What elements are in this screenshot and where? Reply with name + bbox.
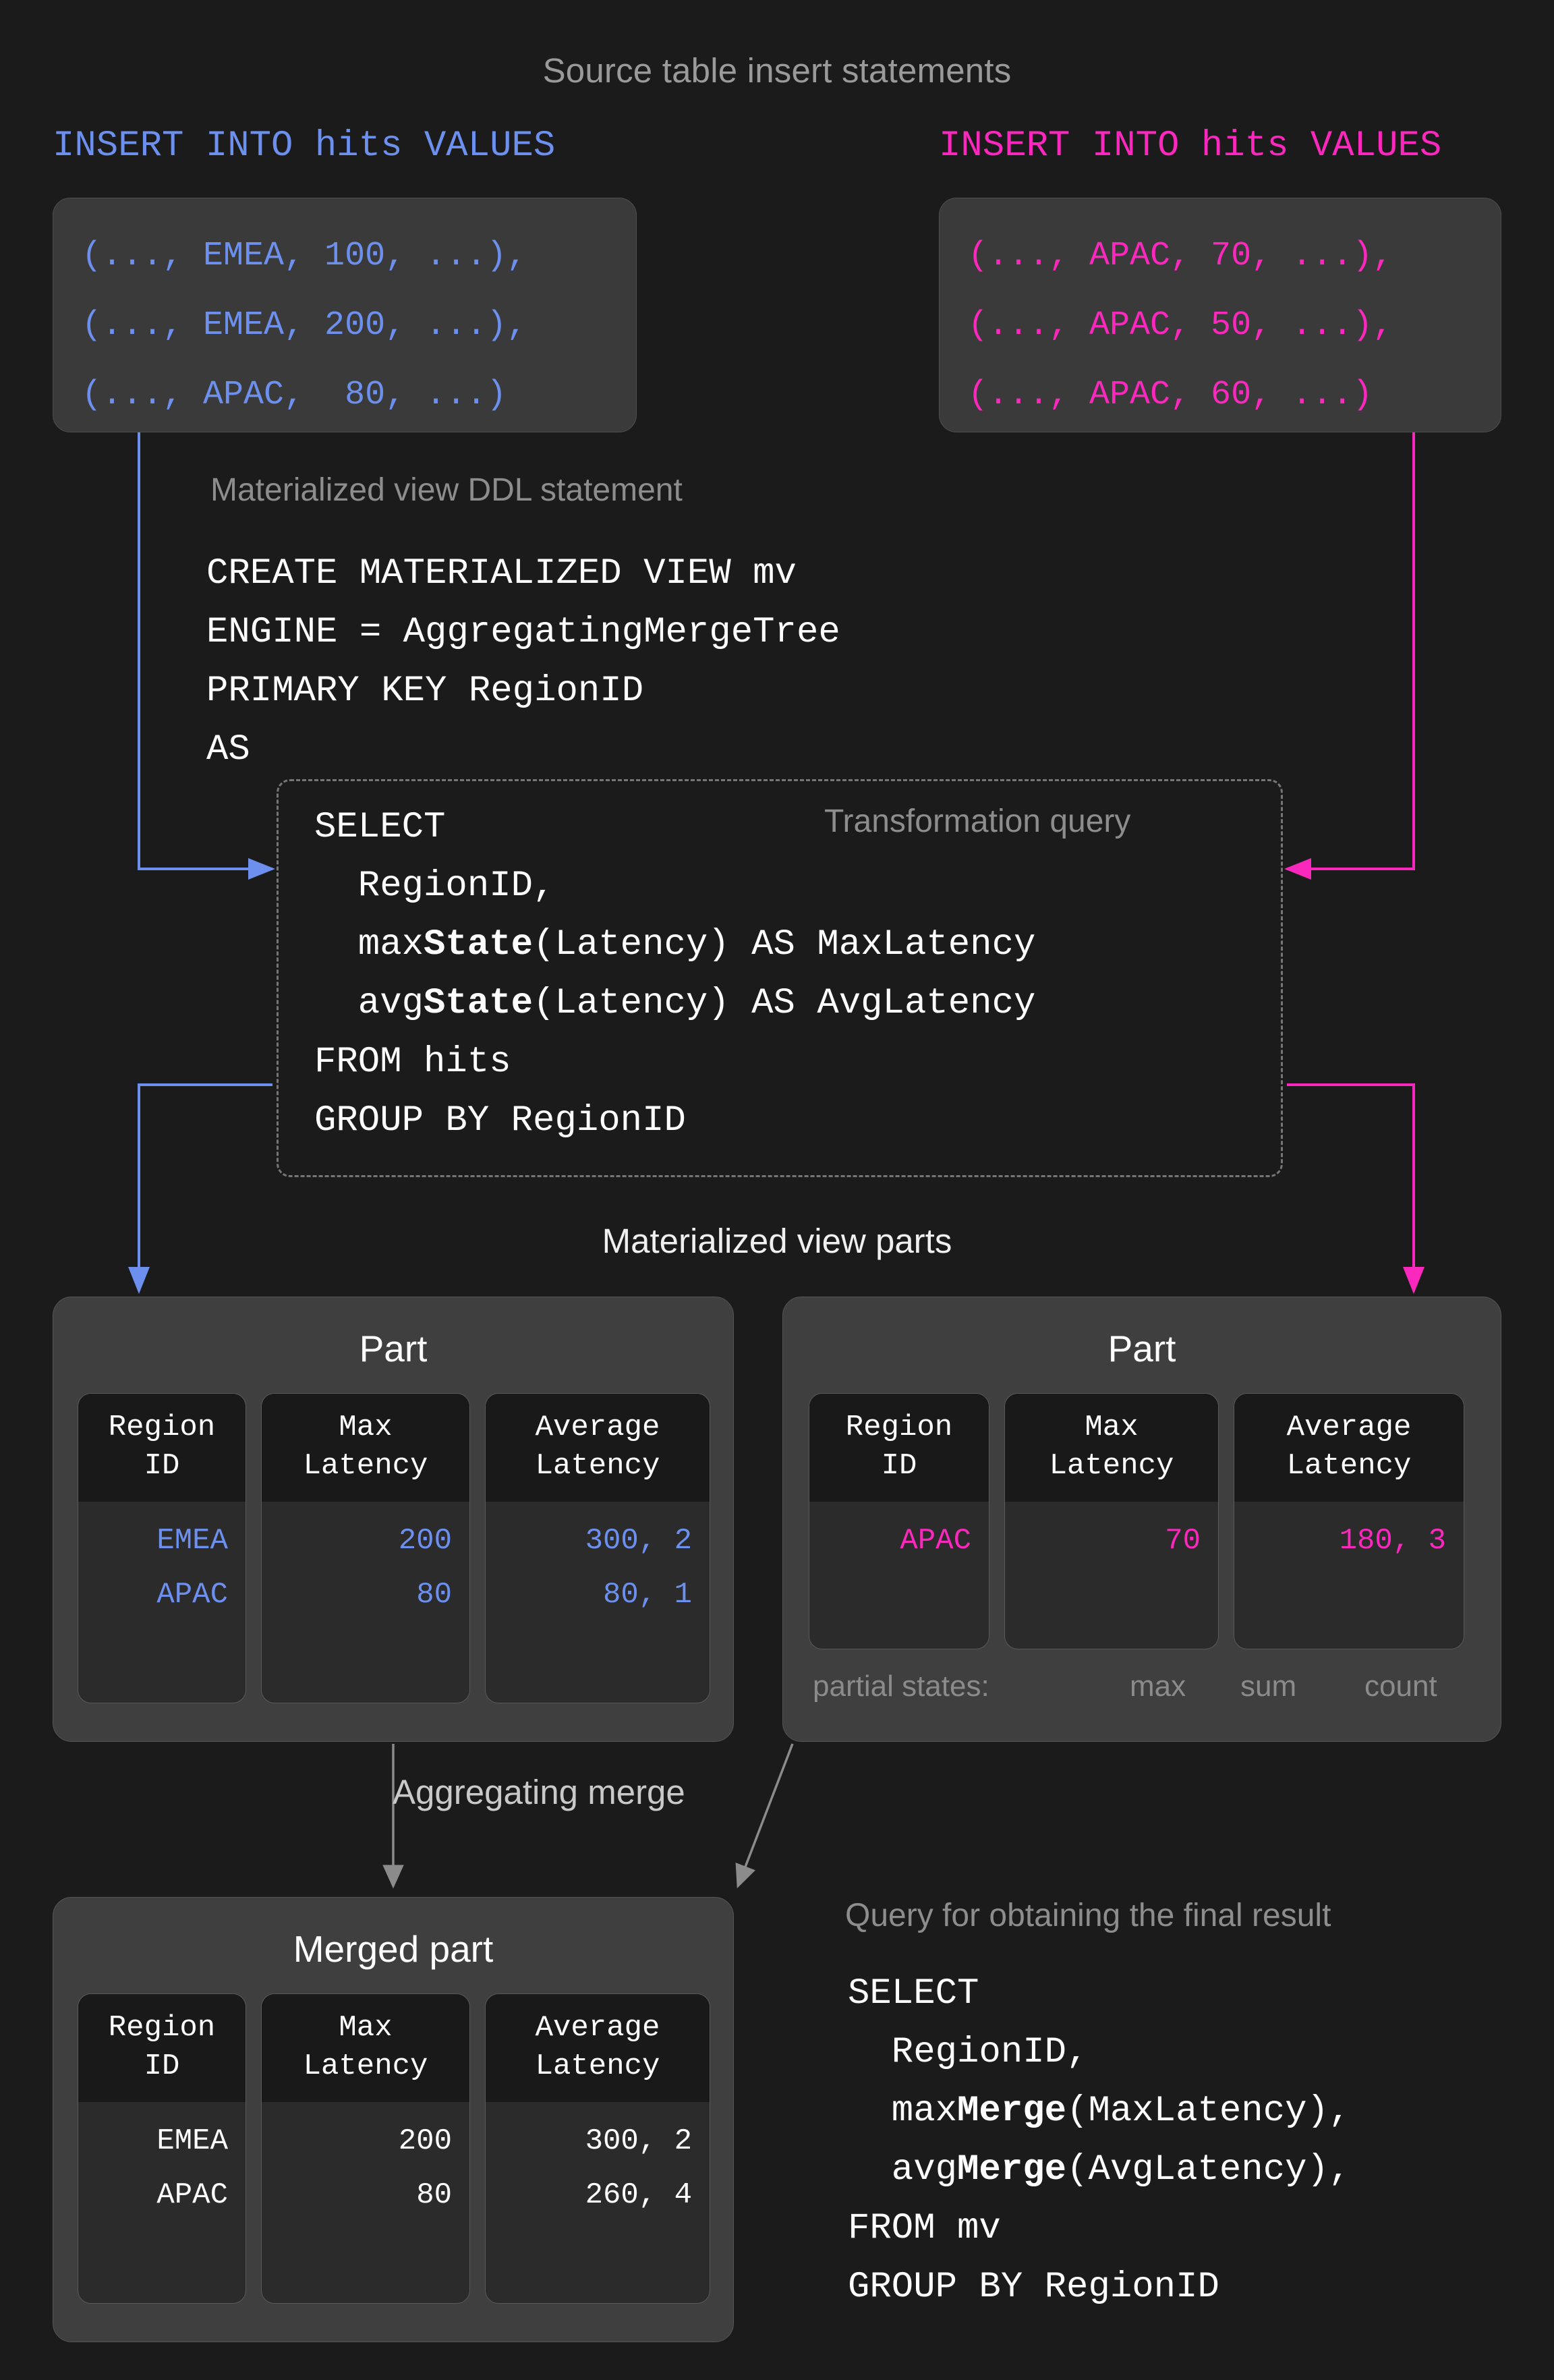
part-title: Part (359, 1328, 428, 1369)
tq-line-4-post: (Latency) AS AvgLatency (533, 983, 1036, 1024)
column-header: Max Latency (262, 1994, 469, 2102)
merged-column-average-latency: Average Latency 300, 2 260, 4 (485, 1993, 710, 2304)
column-header: Average Latency (486, 1394, 710, 1502)
insert-value-row: (..., APAC, 80, ...) (82, 376, 507, 414)
part-column-average-latency: Average Latency 180, 3 (1234, 1393, 1464, 1649)
aggregating-merge-label: Aggregating merge (393, 1773, 685, 1811)
tq-line-2: RegionID, (314, 866, 555, 907)
merged-column-region-id: Region ID EMEA APAC (78, 1993, 246, 2304)
merged-column-max-latency: Max Latency 200 80 (261, 1993, 470, 2304)
cell-value: 80 (416, 1578, 452, 1612)
insert-value-row: (..., APAC, 70, ...), (968, 237, 1393, 275)
mv-part-left: Part Region ID EMEA APAC Max Latency 200… (53, 1297, 734, 1742)
fq-line-4-pre: avg (848, 2149, 958, 2190)
part-column-region-id: Region ID EMEA APAC (78, 1393, 246, 1703)
fq-line-3-bold: Merge (957, 2091, 1067, 2132)
fq-line-3-pre: max (848, 2091, 958, 2132)
column-header: Region ID (78, 1994, 246, 2102)
cell-value: 180, 3 (1339, 1524, 1446, 1558)
tq-line-4-bold: State (424, 983, 534, 1024)
partial-state-max: max (1130, 1670, 1186, 1703)
cell-value: 200 (398, 1524, 452, 1558)
cell-value: 80 (416, 2178, 452, 2212)
partial-state-sum: sum (1240, 1670, 1297, 1703)
fq-line-3-post: (MaxLatency), (1066, 2091, 1351, 2132)
part-title: Part (1107, 1328, 1176, 1369)
insert-values-box-left: (..., EMEA, 100, ...), (..., EMEA, 200, … (53, 198, 637, 432)
final-query-caption: Query for obtaining the final result (845, 1898, 1331, 1933)
insert-statement-header-right: INSERT INTO hits VALUES (939, 125, 1442, 167)
insert-value-row: (..., APAC, 50, ...), (968, 306, 1393, 345)
insert-value-row: (..., EMEA, 100, ...), (82, 237, 527, 275)
merged-part-title: Merged part (293, 1928, 494, 1970)
column-header: Average Latency (1234, 1394, 1464, 1502)
cell-value: 300, 2 (585, 2124, 692, 2158)
fq-line-1: SELECT (848, 1973, 979, 2014)
tq-line-1: SELECT (314, 807, 446, 848)
insert-statement-header-left: INSERT INTO hits VALUES (53, 125, 556, 167)
cell-value: 260, 4 (585, 2178, 692, 2212)
insert-value-row: (..., APAC, 60, ...) (968, 376, 1373, 414)
fq-line-5: FROM mv (848, 2208, 1001, 2249)
transformation-query-box (277, 779, 1283, 1177)
column-header: Region ID (78, 1394, 246, 1502)
column-header: Max Latency (1005, 1394, 1218, 1502)
column-header: Region ID (809, 1394, 989, 1502)
fq-line-6: GROUP BY RegionID (848, 2267, 1219, 2308)
fq-line-4-bold: Merge (957, 2149, 1067, 2190)
tq-line-4-pre: avg (314, 983, 424, 1024)
source-inserts-caption: Source table insert statements (542, 51, 1012, 90)
cell-value: 80, 1 (602, 1578, 692, 1612)
fq-line-2: RegionID, (848, 2032, 1089, 2073)
part-column-max-latency: Max Latency 70 (1004, 1393, 1219, 1649)
ddl-caption: Materialized view DDL statement (210, 472, 683, 508)
cell-value: EMEA (156, 2124, 228, 2158)
cell-value: 70 (1165, 1524, 1201, 1558)
tq-line-3-bold: State (424, 924, 534, 965)
tq-line-3-post: (Latency) AS MaxLatency (533, 924, 1036, 965)
tq-line-6: GROUP BY RegionID (314, 1100, 686, 1141)
mv-parts-caption: Materialized view parts (602, 1222, 952, 1260)
part-column-average-latency: Average Latency 300, 2 80, 1 (485, 1393, 710, 1703)
partial-state-count: count (1364, 1670, 1437, 1703)
ddl-code-block: CREATE MATERIALIZED VIEW mv ENGINE = Agg… (206, 553, 840, 770)
final-query-code: SELECT RegionID, maxMerge(MaxLatency), a… (848, 1964, 1350, 2317)
partial-states-label: partial states: (813, 1670, 989, 1703)
cell-value: APAC (156, 2178, 228, 2212)
part-column-max-latency: Max Latency 200 80 (261, 1393, 470, 1703)
fq-line-4-post: (AvgLatency), (1066, 2149, 1351, 2190)
cell-value: 300, 2 (585, 1524, 692, 1558)
cell-value: EMEA (156, 1524, 228, 1558)
cell-value: 200 (398, 2124, 452, 2158)
cell-value: APAC (900, 1524, 971, 1558)
tq-line-5: FROM hits (314, 1042, 511, 1083)
insert-value-row: (..., EMEA, 200, ...), (82, 306, 527, 345)
merged-part: Merged part Region ID EMEA APAC Max Late… (53, 1897, 734, 2342)
tq-line-3-pre: max (314, 924, 424, 965)
part-column-region-id: Region ID APAC (809, 1393, 989, 1649)
transformation-query-caption: Transformation query (824, 803, 1131, 839)
column-header: Average Latency (486, 1994, 710, 2102)
mv-part-right: Part Region ID APAC Max Latency 70 Avera… (782, 1297, 1501, 1742)
transformation-query-code: SELECT RegionID, maxState(Latency) AS Ma… (314, 798, 1035, 1150)
cell-value: APAC (156, 1578, 228, 1612)
partial-states-annotation: partial states: max sum count (813, 1656, 1487, 1737)
column-header: Max Latency (262, 1394, 469, 1502)
insert-values-box-right: (..., APAC, 70, ...), (..., APAC, 50, ..… (939, 198, 1501, 432)
